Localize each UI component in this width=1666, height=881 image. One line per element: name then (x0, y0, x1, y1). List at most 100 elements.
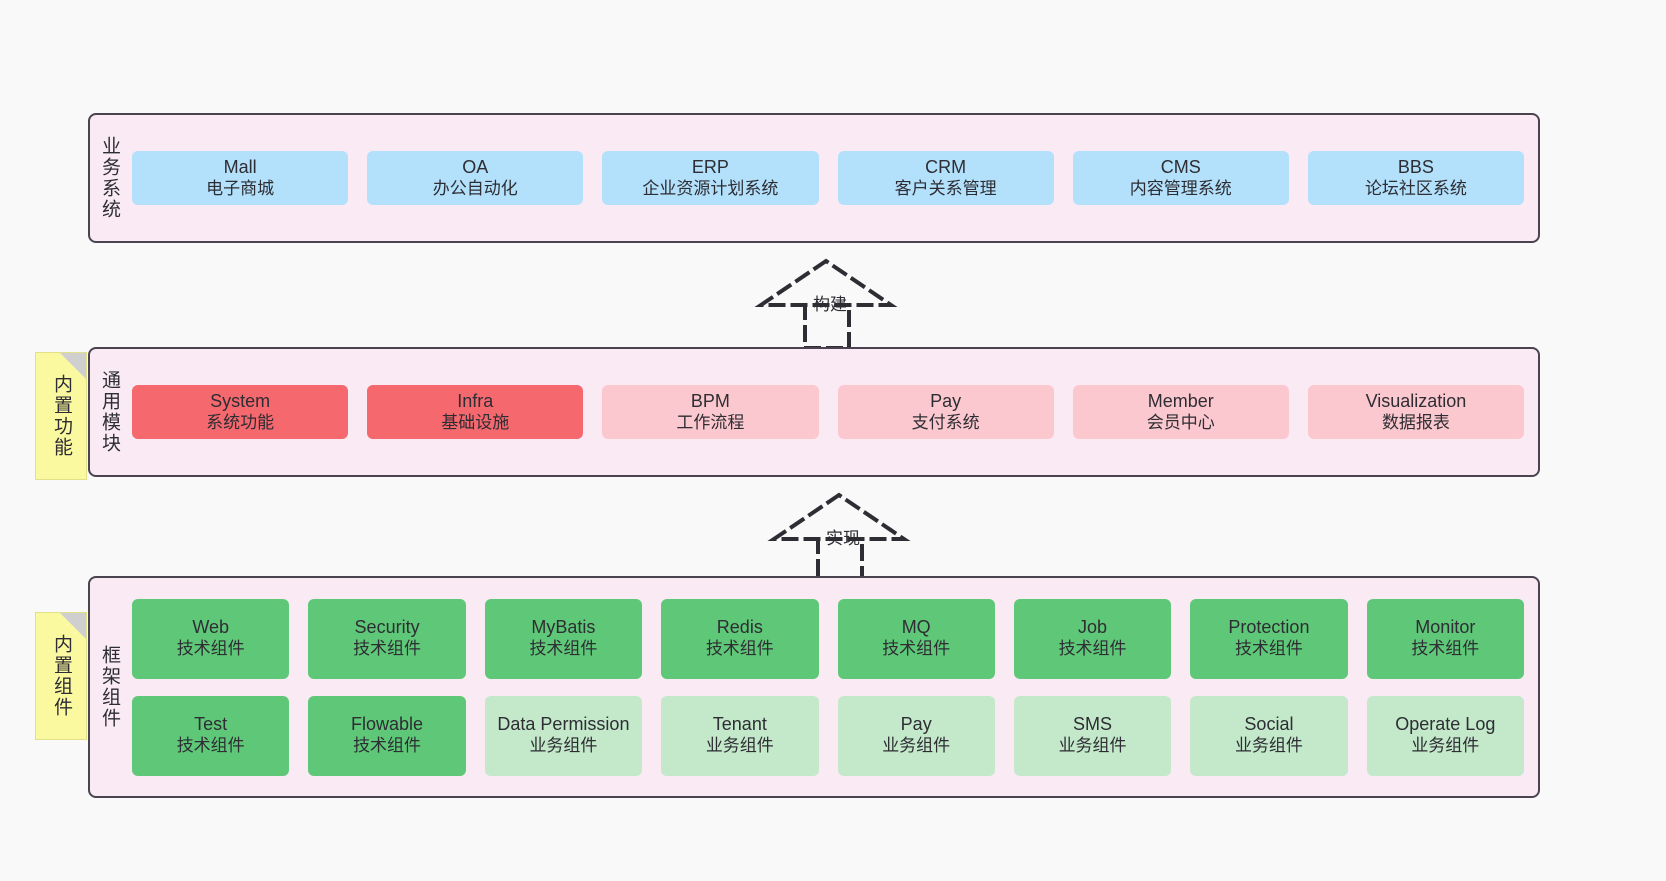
module-box-title: Monitor (1415, 617, 1476, 638)
module-box-title: BBS (1397, 156, 1434, 177)
module-box-title: Security (354, 617, 420, 638)
module-box-title: MyBatis (531, 617, 596, 638)
module-box-subtitle: 工作流程 (676, 412, 745, 432)
module-box-subtitle: 企业资源计划系统 (642, 178, 779, 198)
module-box-title: Infra (457, 390, 494, 411)
module-box-subtitle: 业务组件 (1234, 736, 1303, 756)
module-box-subtitle: 业务组件 (705, 736, 774, 756)
layer-framework-components-label: 框架组件 (98, 645, 120, 729)
module-box-subtitle: 客户关系管理 (894, 178, 997, 198)
module-box-subtitle: 技术组件 (353, 736, 422, 756)
module-box-subtitle: 支付系统 (911, 412, 980, 432)
module-box-title: Visualization (1365, 390, 1467, 411)
module-box-subtitle: 技术组件 (1058, 639, 1127, 659)
module-box-title: Data Permission (497, 714, 630, 735)
connector-implement-label: 实现 (826, 529, 860, 548)
module-box-title: Test (194, 714, 228, 735)
module-box-subtitle: 业务组件 (1058, 736, 1127, 756)
module-box-title: Pay (930, 390, 962, 411)
module-box-title: Mall (223, 156, 257, 177)
module-box-subtitle: 基础设施 (441, 412, 510, 432)
layer-business-systems-label: 业务系统 (98, 136, 120, 220)
module-box-subtitle: 业务组件 (882, 736, 951, 756)
module-box-title: System (210, 390, 271, 411)
connector-implement: 实现 (758, 492, 933, 584)
module-box-title: ERP (691, 156, 729, 177)
note-builtin-components: 内置组件 (35, 612, 87, 740)
connector-build-label: 构建 (813, 295, 847, 314)
module-box-title: OA (462, 156, 489, 177)
module-box-subtitle: 业务组件 (1411, 736, 1480, 756)
connector-build: 构建 (745, 258, 920, 350)
module-box-title: Pay (900, 714, 932, 735)
module-box-subtitle: 业务组件 (529, 736, 598, 756)
module-box-title: Operate Log (1395, 714, 1496, 735)
module-box-subtitle: 技术组件 (1411, 639, 1480, 659)
module-box-title: Protection (1228, 617, 1310, 638)
module-box-subtitle: 办公自动化 (432, 178, 518, 198)
module-box-subtitle: 技术组件 (529, 639, 598, 659)
module-box-title: Flowable (351, 714, 424, 735)
module-box-subtitle: 电子商城 (206, 178, 275, 198)
module-box-title: Member (1147, 390, 1214, 411)
module-box-title: Job (1078, 617, 1108, 638)
module-box-subtitle: 技术组件 (882, 639, 951, 659)
module-box-title: CMS (1160, 156, 1201, 177)
module-box-title: BPM (690, 390, 730, 411)
module-box-subtitle: 技术组件 (176, 639, 245, 659)
module-box-subtitle: 会员中心 (1146, 412, 1215, 432)
module-box-title: Redis (716, 617, 763, 638)
module-box-title: Tenant (712, 714, 767, 735)
module-box-subtitle: 技术组件 (176, 736, 245, 756)
module-box-subtitle: 论坛社区系统 (1364, 178, 1467, 198)
module-box-subtitle: 数据报表 (1381, 412, 1450, 432)
module-box-subtitle: 技术组件 (353, 639, 422, 659)
note-builtin-components-text: 内置组件 (50, 634, 72, 718)
module-box-subtitle: 技术组件 (705, 639, 774, 659)
module-box-title: Social (1244, 714, 1294, 735)
note-builtin-functions-text: 内置功能 (50, 374, 72, 458)
module-box-subtitle: 技术组件 (1234, 639, 1303, 659)
note-builtin-functions: 内置功能 (35, 352, 87, 480)
module-box-title: Web (192, 617, 230, 638)
module-box-title: SMS (1073, 714, 1113, 735)
